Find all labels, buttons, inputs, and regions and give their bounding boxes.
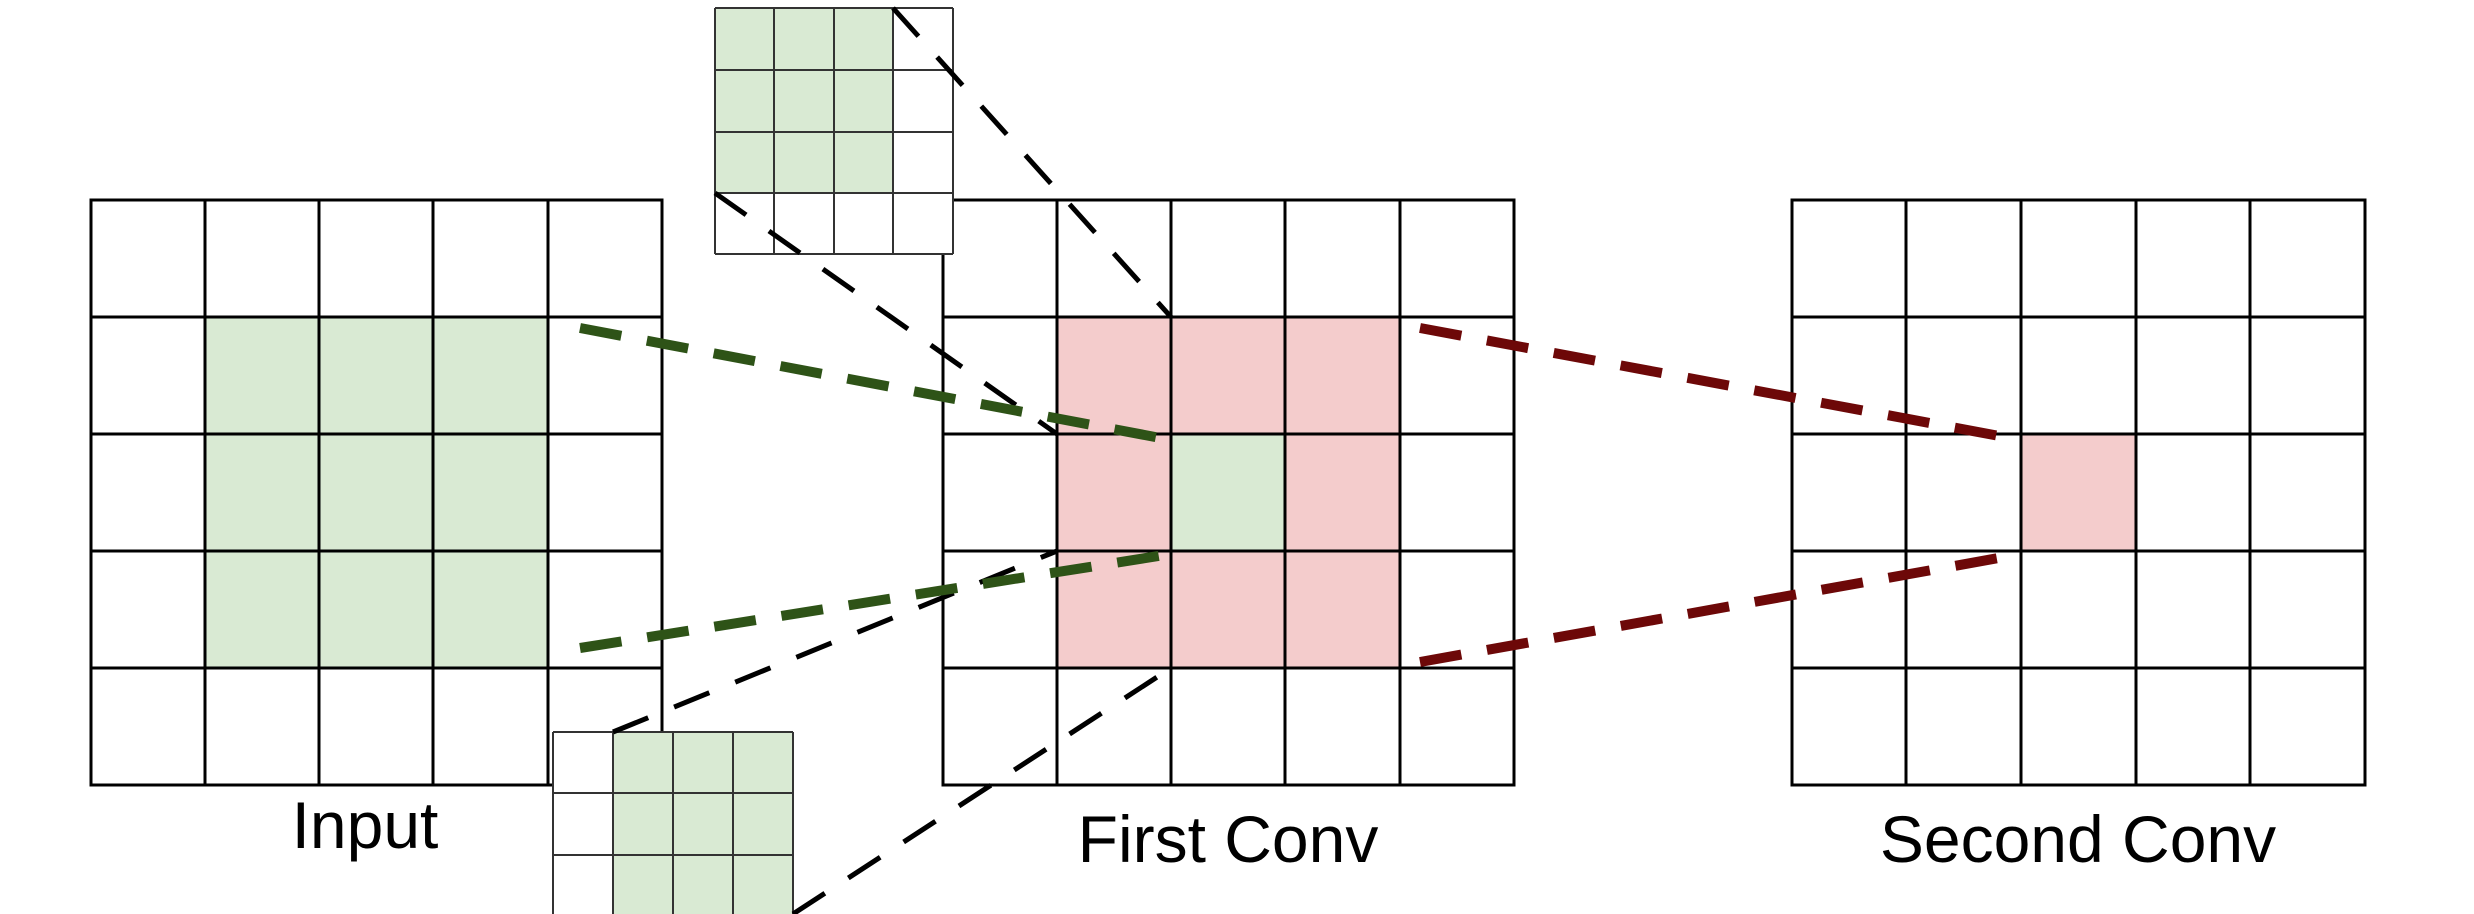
input-to-first-conv-connectors: [579, 323, 1172, 653]
first-to-second-conv-connectors: [1419, 323, 2022, 667]
kernel-top-grid-lines: [714, 7, 954, 255]
kernel-top-connector-left: [713, 190, 1059, 437]
second-conv-label: Second Conv: [1880, 802, 2276, 876]
second-conv-grid: Second Conv: [1790, 198, 2367, 876]
second-conv-target-cell: [2021, 434, 2136, 551]
kernel-bottom-connector-bottom: [791, 665, 1173, 914]
kernel-top-connector-right: [891, 6, 1173, 319]
red-connector-bottom: [1419, 549, 2022, 667]
input-label: Input: [292, 788, 439, 862]
kernel-top-highlight: [715, 8, 893, 194]
green-connector-bottom: [579, 549, 1172, 653]
first-conv-center-cell: [1171, 434, 1285, 551]
input-grid: Input: [89, 198, 664, 862]
kernel-grid-bottom: [552, 731, 794, 914]
input-receptive-field: [205, 317, 547, 668]
kernel-bottom-highlight: [613, 732, 793, 914]
input-grid-lines: [89, 198, 664, 787]
first-conv-label: First Conv: [1078, 802, 1379, 876]
kernel-bottom-grid-lines: [552, 731, 794, 914]
first-conv-grid: First Conv: [941, 198, 1516, 876]
kernel-grid-top: [714, 0, 954, 255]
green-connector-top: [579, 323, 1172, 445]
first-conv-grid-lines: [941, 198, 1516, 787]
second-conv-grid-lines: [1790, 198, 2367, 787]
red-connector-top: [1419, 323, 2022, 445]
